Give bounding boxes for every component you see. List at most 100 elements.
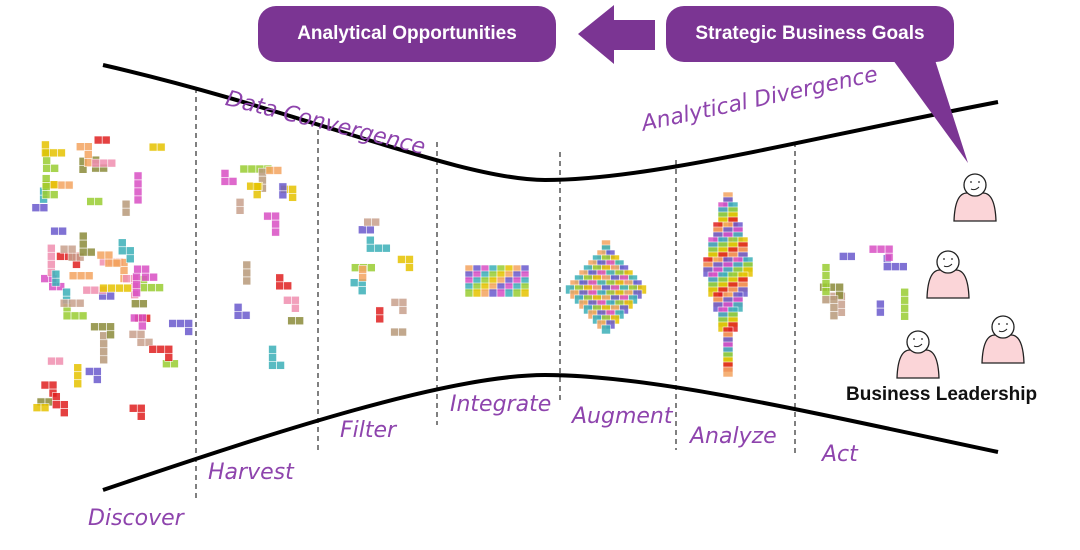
data-block xyxy=(220,169,230,178)
data-block xyxy=(472,288,482,298)
data-block xyxy=(112,258,122,268)
data-block xyxy=(168,319,177,328)
stage-analyze: Analyze xyxy=(690,424,777,449)
data-block xyxy=(78,231,88,241)
data-blocks xyxy=(31,135,909,421)
data-block xyxy=(93,367,102,376)
data-block xyxy=(132,272,141,282)
data-block xyxy=(115,283,124,293)
data-block xyxy=(288,193,297,202)
data-block xyxy=(278,182,288,192)
data-block xyxy=(75,298,85,308)
data-block xyxy=(119,266,129,275)
data-block xyxy=(47,259,56,269)
data-block xyxy=(64,180,74,190)
data-block xyxy=(837,308,846,317)
data-block xyxy=(520,288,530,298)
data-block xyxy=(141,264,150,274)
data-block xyxy=(375,306,385,316)
data-block xyxy=(900,303,909,313)
data-block xyxy=(67,298,77,308)
data-block xyxy=(882,262,892,271)
data-block xyxy=(90,285,100,295)
data-block xyxy=(155,283,164,292)
data-block xyxy=(366,225,375,235)
data-block xyxy=(121,199,131,209)
data-block xyxy=(41,140,50,150)
data-block xyxy=(898,262,908,271)
data-block xyxy=(233,303,243,312)
data-block xyxy=(398,298,408,307)
data-block xyxy=(488,288,498,298)
arrow-left-icon xyxy=(578,5,655,64)
data-block xyxy=(271,227,280,237)
data-block xyxy=(49,180,59,189)
data-block xyxy=(50,226,59,236)
data-block xyxy=(265,166,275,175)
data-block xyxy=(67,244,77,254)
data-block xyxy=(123,283,132,293)
data-block xyxy=(132,288,141,298)
data-block xyxy=(821,287,831,296)
data-block xyxy=(139,299,148,309)
data-block xyxy=(59,244,69,254)
data-block xyxy=(141,272,150,282)
data-block xyxy=(601,324,611,335)
data-block xyxy=(876,307,885,317)
data-block xyxy=(133,195,143,205)
data-block xyxy=(242,260,252,270)
data-block xyxy=(76,271,86,281)
data-block xyxy=(73,371,83,381)
person-icon xyxy=(896,330,940,379)
data-block xyxy=(138,313,147,323)
data-block xyxy=(405,263,414,272)
data-block xyxy=(99,347,108,357)
data-block xyxy=(156,344,166,354)
data-block xyxy=(464,288,474,298)
stage-integrate: Integrate xyxy=(450,392,552,417)
data-block xyxy=(78,164,88,174)
data-block xyxy=(835,282,844,292)
data-block xyxy=(837,300,846,309)
data-block xyxy=(405,255,414,264)
data-block xyxy=(117,246,127,256)
data-block xyxy=(47,356,56,366)
data-block xyxy=(78,247,88,257)
data-block xyxy=(148,344,158,354)
data-block xyxy=(136,338,146,347)
data-block xyxy=(164,344,174,354)
data-block xyxy=(70,311,80,321)
data-block xyxy=(133,187,143,197)
data-block xyxy=(268,361,277,370)
stage-augment: Augment xyxy=(572,404,673,429)
data-block xyxy=(51,269,61,279)
data-block xyxy=(99,158,109,168)
data-block xyxy=(67,252,77,262)
data-block xyxy=(51,277,61,287)
data-block xyxy=(829,303,839,313)
data-block xyxy=(252,190,262,199)
data-block xyxy=(40,380,50,390)
data-block xyxy=(86,247,96,257)
data-block xyxy=(273,166,283,175)
data-block xyxy=(722,366,734,378)
data-block xyxy=(390,298,400,307)
data-block xyxy=(397,255,406,264)
data-block xyxy=(480,288,490,298)
data-block xyxy=(890,262,900,271)
data-block xyxy=(283,295,292,305)
data-block xyxy=(233,311,243,320)
data-block xyxy=(58,226,67,236)
data-block xyxy=(846,252,856,261)
data-block xyxy=(291,303,300,313)
data-block xyxy=(52,400,61,409)
data-block xyxy=(99,283,108,293)
data-block xyxy=(366,235,375,245)
data-block xyxy=(78,311,88,321)
data-block xyxy=(82,285,92,295)
data-block xyxy=(164,352,174,362)
data-block xyxy=(876,299,885,309)
data-block xyxy=(235,206,245,215)
data-block xyxy=(138,321,147,331)
